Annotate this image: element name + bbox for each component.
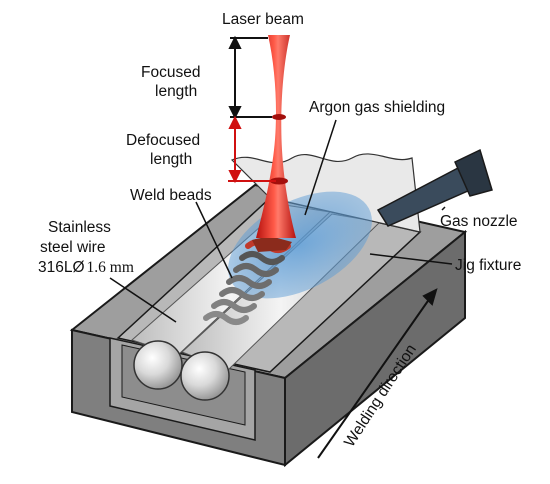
leader-argon: [304, 119, 337, 216]
label-argon-gas-shielding: Argon gas shielding: [309, 99, 445, 116]
label-defocused-length-line2: length: [150, 151, 192, 168]
defocus-plane-mark: [270, 177, 288, 185]
label-laser-beam: Laser beam: [222, 11, 304, 28]
leader-gas-nozzle: [441, 206, 446, 211]
leader-wire: [109, 277, 177, 323]
leader-jig: [369, 253, 453, 265]
welding-direction-arrow: [317, 288, 438, 459]
laser-beam: [256, 35, 296, 238]
label-focused-length-line2: length: [155, 83, 197, 100]
label-weld-beads: Weld beads: [130, 187, 212, 204]
label-stainless-line1: Stainless: [48, 219, 111, 236]
focus-plane-mark: [272, 114, 286, 120]
label-defocused-length-line1: Defocused: [126, 132, 200, 149]
focused-length-arrow: [228, 35, 272, 120]
wire-end-left: [133, 340, 183, 390]
wire-end-right: [180, 351, 230, 401]
label-focused-length-line1: Focused: [141, 64, 200, 81]
label-stainless-line2: steel wire: [40, 239, 105, 256]
molten-pool: [252, 236, 292, 252]
gas-nozzle: [376, 148, 493, 227]
label-jig-fixture: Jig fixture: [455, 257, 521, 274]
leader-weld-beads: [195, 201, 233, 279]
defocused-length-arrow: [228, 115, 276, 184]
label-gas-nozzle: Gas nozzle: [440, 213, 518, 230]
